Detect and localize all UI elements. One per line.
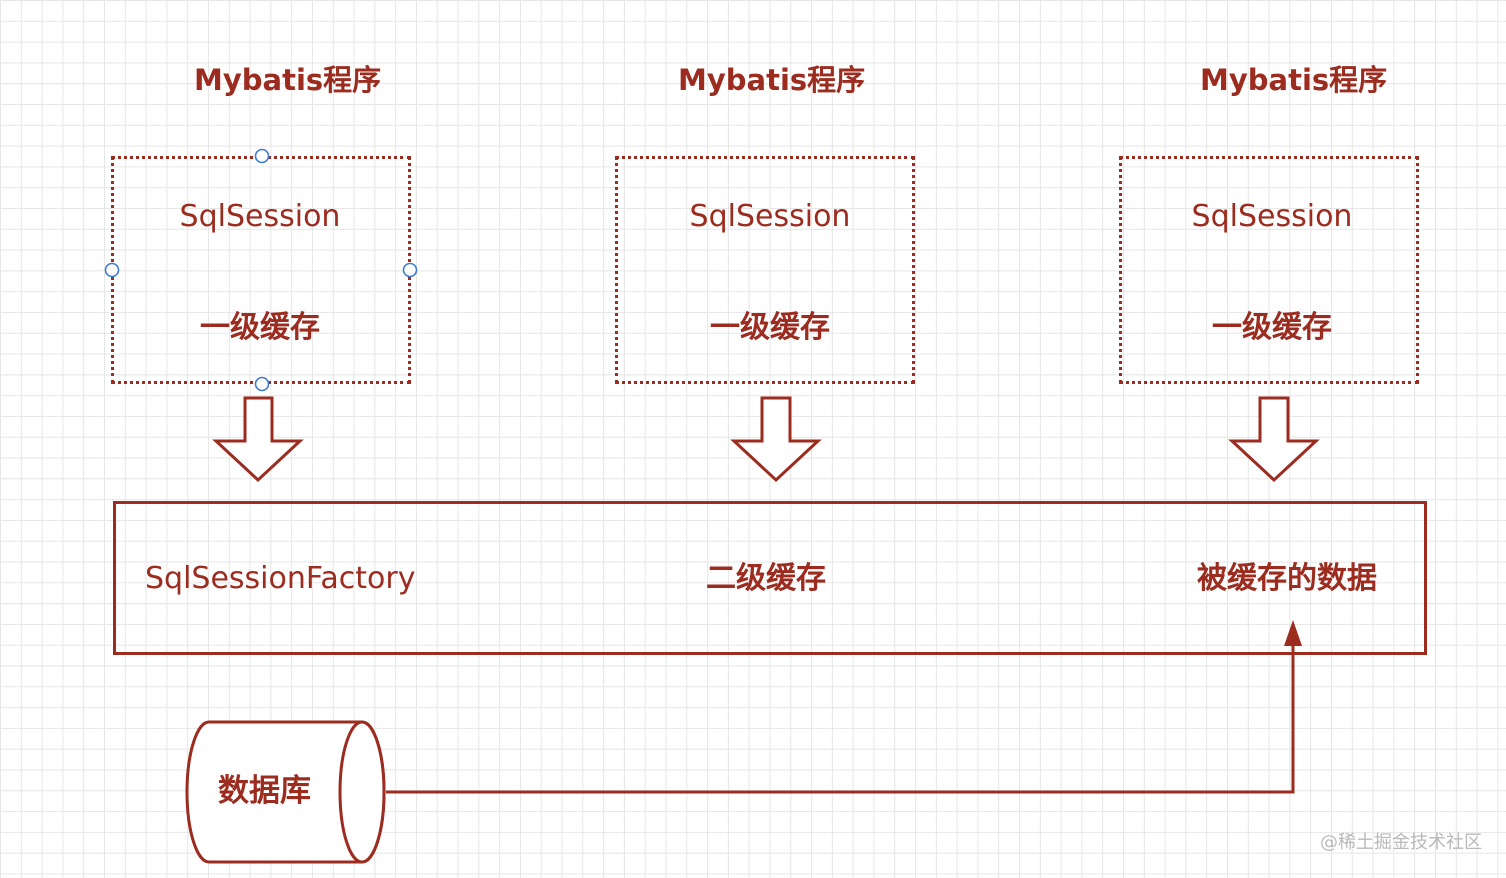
- program-1-title: Mybatis程序: [194, 63, 382, 97]
- program-2-title: Mybatis程序: [678, 63, 866, 97]
- program-1-session-label: SqlSession: [179, 199, 341, 234]
- program-2-session-box[interactable]: [615, 156, 915, 384]
- program-3-title: Mybatis程序: [1200, 63, 1388, 97]
- resize-handle-top[interactable]: [254, 148, 270, 164]
- down-arrow-icon: [730, 396, 822, 483]
- program-2-session-label: SqlSession: [689, 199, 851, 234]
- down-arrow-icon: [212, 396, 304, 483]
- level2-cache-label: 二级缓存: [706, 561, 826, 596]
- resize-handle-left[interactable]: [104, 262, 120, 278]
- session-factory-box[interactable]: [113, 501, 1427, 655]
- down-arrow-icon: [1228, 396, 1320, 483]
- connector-line[interactable]: [386, 645, 1295, 794]
- program-3-session-box[interactable]: [1119, 156, 1419, 384]
- session-factory-label: SqlSessionFactory: [145, 561, 416, 596]
- cached-data-label: 被缓存的数据: [1197, 561, 1377, 596]
- program-3-cache-label: 一级缓存: [1212, 310, 1332, 345]
- connector-arrowhead-icon: [1284, 620, 1302, 646]
- program-1-cache-label: 一级缓存: [200, 310, 320, 345]
- watermark: @稀土掘金技术社区: [1320, 832, 1482, 853]
- database-label: 数据库: [218, 773, 311, 809]
- program-2-cache-label: 一级缓存: [710, 310, 830, 345]
- resize-handle-right[interactable]: [402, 262, 418, 278]
- database-cylinder[interactable]: [185, 720, 386, 864]
- program-3-session-label: SqlSession: [1191, 199, 1353, 234]
- resize-handle-bottom[interactable]: [254, 376, 270, 392]
